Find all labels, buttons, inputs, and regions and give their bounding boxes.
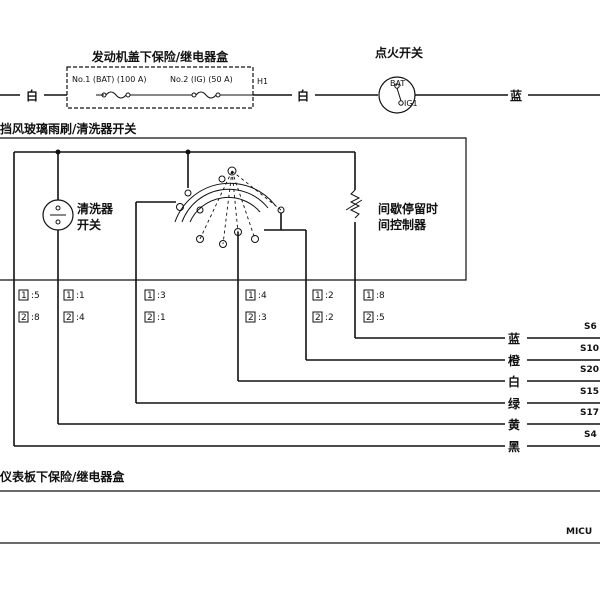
washer-switch-label-2: 开关 (77, 217, 101, 232)
terminal-4: S15 (580, 387, 599, 397)
pin-group-5-a-pin: :2 (325, 291, 334, 301)
pin-group-1-a-pin: :5 (31, 291, 40, 301)
terminal-1: S6 (584, 322, 597, 332)
pin-group-4-b-pin: :3 (258, 313, 267, 323)
washer-switch: 清洗器 开关 (42, 152, 114, 280)
pin-group-2-a-pin: :1 (76, 291, 85, 301)
pin-group-6-b-pin: :5 (376, 313, 385, 323)
wire-color-3: 白 (508, 374, 520, 389)
pin-group-6: 1 :8 2 :5 (363, 289, 385, 323)
top-wire-mid-color: 白 (297, 88, 309, 103)
output-wire-labels: 蓝 S6 橙 S10 白 S20 绿 S15 黄 S17 黑 S4 (508, 322, 600, 454)
terminal-3: S20 (580, 365, 599, 375)
ignition-bat-label: BAT (390, 79, 405, 88)
fuse-1-symbol (96, 91, 138, 99)
ignition-switch-title: 点火开关 (375, 45, 423, 60)
pin-group-2-a: 1 (66, 291, 72, 301)
pin-group-1-b: 2 (21, 313, 27, 323)
engine-fuse-box: 发动机盖下保险/继电器盒 No.1 (BAT) (100 A) No.2 (IG… (66, 49, 268, 109)
pin-group-3: 1 :3 2 :1 (144, 289, 166, 323)
ignition-ig1-label: IG1 (404, 99, 418, 108)
terminal-5: S17 (580, 408, 599, 418)
engine-fuse-box-frame (66, 66, 254, 109)
pin-group-3-b-pin: :1 (157, 313, 166, 323)
under-dash-fuse-box-title: 仪表板下保险/继电器盒 (0, 469, 125, 484)
pin-group-6-a: 1 (366, 291, 372, 301)
wiper-switch-title: 挡风玻璃雨刷/清洗器开关 (0, 121, 136, 136)
pin-group-1-b-pin: :8 (31, 313, 40, 323)
wiper-switch-frame (0, 137, 467, 281)
wire-color-6: 黑 (508, 440, 520, 454)
pin-group-4-a-pin: :4 (258, 291, 267, 301)
washer-switch-label-1: 清洗器 (77, 201, 114, 216)
ignition-switch: 点火开关 BAT IG1 (375, 45, 423, 114)
pin-group-4-a: 1 (248, 291, 254, 301)
pin-group-5-a: 1 (315, 291, 321, 301)
pin-group-5-b: 2 (315, 313, 321, 323)
wire-color-1: 蓝 (508, 331, 520, 346)
fuse-2-symbol (184, 91, 228, 99)
pin-group-5-b-pin: :2 (325, 313, 334, 323)
pin-group-2-b: 2 (66, 313, 72, 323)
intermittent-label-1: 间歇停留时 (378, 201, 438, 216)
pin-group-4: 1 :4 2 :3 (245, 289, 267, 323)
fuse-2-label: No.2 (IG) (50 A) (170, 75, 233, 84)
connector-pins: 1 :5 2 :8 1 :1 2 :4 1 :3 2 :1 1 :4 2 (18, 289, 385, 323)
pin-group-3-a: 1 (147, 291, 153, 301)
pin-group-4-b: 2 (248, 313, 254, 323)
pin-group-6-a-pin: :8 (376, 291, 385, 301)
wire-color-5: 黄 (508, 417, 520, 432)
connector-h1-label: H1 (257, 77, 268, 86)
pin-group-5: 1 :2 2 :2 (312, 289, 334, 323)
pin-group-2: 1 :1 2 :4 (63, 289, 85, 323)
wire-color-4: 绿 (508, 396, 521, 411)
pin-group-3-a-pin: :3 (157, 291, 166, 301)
intermittent-label-2: 间控制器 (378, 217, 427, 232)
pin-group-2-b-pin: :4 (76, 313, 85, 323)
intermittent-controller: 间歇停留时 间控制器 (345, 189, 438, 280)
micu-label: MICU (566, 527, 592, 537)
engine-fuse-box-title: 发动机盖下保险/继电器盒 (91, 49, 229, 64)
fuse-1-label: No.1 (BAT) (100 A) (72, 75, 146, 84)
pin-group-1: 1 :5 2 :8 (18, 289, 40, 323)
terminal-6: S4 (584, 430, 597, 440)
pin-group-6-b: 2 (366, 313, 372, 323)
pin-group-3-b: 2 (147, 313, 153, 323)
wire-color-2: 橙 (508, 353, 521, 368)
top-wire-right-color: 蓝 (510, 88, 522, 103)
pin-group-1-a: 1 (21, 291, 27, 301)
terminal-2: S10 (580, 344, 599, 354)
wiper-rotary-switch (135, 152, 306, 280)
top-wire-left-color: 白 (26, 88, 38, 103)
